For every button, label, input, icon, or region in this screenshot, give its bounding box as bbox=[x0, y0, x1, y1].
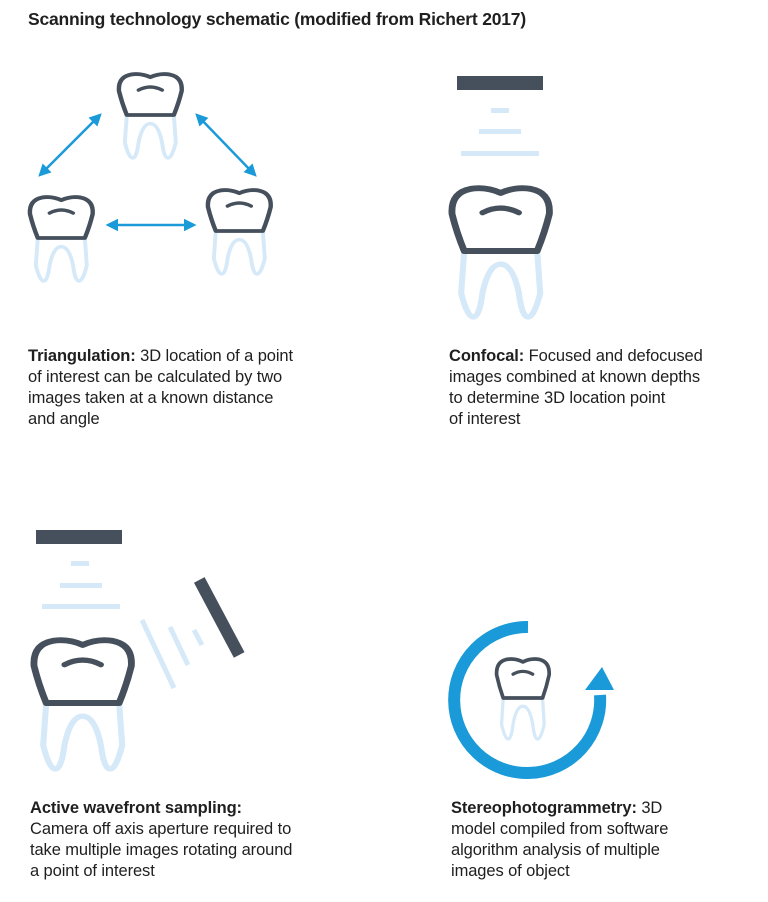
active-wavefront-illustration bbox=[34, 530, 245, 769]
off-axis-sensor-icon bbox=[193, 577, 245, 658]
caption-heading: Confocal: bbox=[449, 347, 525, 365]
tooth-icon-left bbox=[30, 197, 93, 281]
caption-stereophotogrammetry: Stereophotogrammetry: 3D model compiled … bbox=[451, 799, 669, 880]
caption-heading: Triangulation: bbox=[28, 347, 136, 365]
rotation-arrow-icon bbox=[448, 620, 607, 779]
caption-triangulation: Triangulation: 3D location of a point of… bbox=[28, 347, 293, 428]
diagram-title: Scanning technology schematic (modified … bbox=[28, 9, 526, 29]
double-arrow-icon bbox=[195, 113, 257, 177]
confocal-illustration bbox=[452, 76, 549, 317]
tooth-icon bbox=[452, 188, 549, 317]
tooth-icon-right bbox=[208, 190, 271, 274]
double-arrow-icon bbox=[38, 113, 102, 177]
caption-heading: Stereophotogrammetry: bbox=[451, 799, 637, 817]
tooth-icon bbox=[34, 640, 131, 769]
triangulation-illustration bbox=[30, 74, 271, 281]
caption-confocal: Confocal: Focused and defocused images c… bbox=[449, 347, 703, 428]
caption-active-wavefront-sampling: Active wavefront sampling: Camera off ax… bbox=[30, 799, 293, 880]
tooth-icon bbox=[494, 657, 552, 741]
sensor-bar-icon bbox=[36, 530, 122, 544]
stereophotogrammetry-illustration bbox=[448, 620, 614, 779]
sensor-bar-icon bbox=[457, 76, 543, 90]
caption-heading: Active wavefront sampling: bbox=[30, 799, 242, 817]
tooth-icon-top bbox=[119, 74, 182, 158]
